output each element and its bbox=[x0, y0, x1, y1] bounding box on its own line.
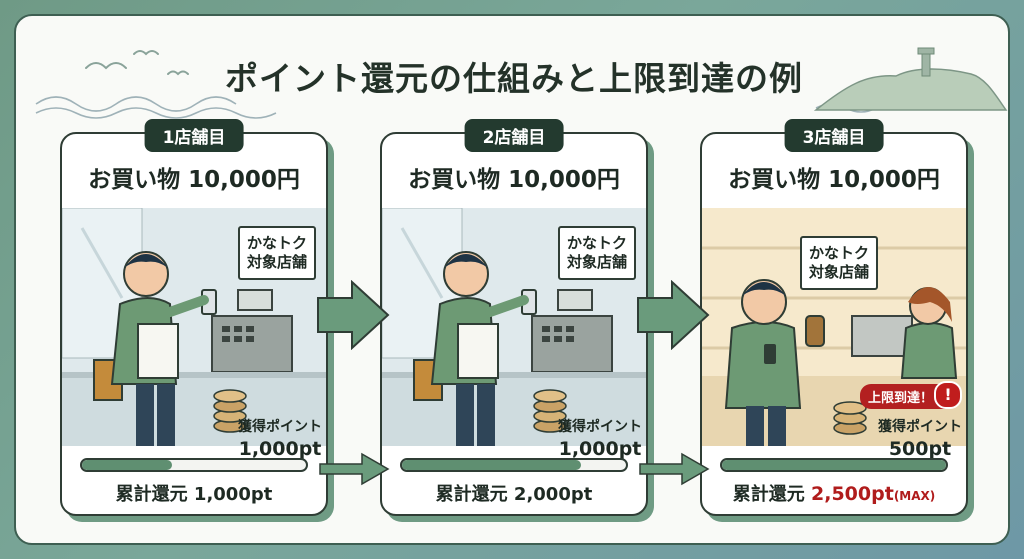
earned-points-label-2: 獲得ポイント bbox=[558, 419, 642, 435]
store-scene-3 bbox=[702, 208, 966, 446]
page-title: ポイント還元の仕組みと上限到達の例 bbox=[225, 59, 803, 98]
progress-fill-2 bbox=[402, 460, 582, 470]
cumulative-1: 累計還元 1,000pt bbox=[115, 484, 273, 505]
infographic-canvas: ポイント還元の仕組みと上限到達の例 1店舗目 お買い物 10,000円 bbox=[14, 14, 1010, 545]
cash-register-icon bbox=[531, 315, 613, 373]
store-panel-2: 2店舗目 お買い物 10,000円 bbox=[380, 119, 648, 516]
progress-bar-2 bbox=[400, 458, 628, 472]
shopper-figure-icon bbox=[413, 251, 537, 446]
earned-points-label-1: 獲得ポイント bbox=[238, 419, 322, 435]
eligible-store-sign-2: かなトク対象店舗 bbox=[558, 226, 636, 280]
coin-stack-icon bbox=[833, 401, 867, 435]
big-arrow-icon-1 bbox=[317, 280, 390, 350]
progress-bar-1 bbox=[80, 458, 308, 472]
island-icon bbox=[813, 47, 1008, 111]
eligible-store-sign-3: かなトク対象店舗 bbox=[800, 236, 878, 290]
big-arrow-icon-2 bbox=[637, 280, 710, 350]
purchase-amount-2: お買い物 10,000円 bbox=[408, 167, 620, 193]
store-panel-1: 1店舗目 お買い物 10,000円 bbox=[60, 119, 328, 516]
store-badge-3: 3店舗目 bbox=[784, 119, 884, 152]
smartphone-icon bbox=[764, 344, 776, 364]
store-badge-1: 1店舗目 bbox=[144, 119, 244, 152]
purchase-amount-3: お買い物 10,000円 bbox=[728, 167, 940, 193]
cash-register-icon bbox=[211, 315, 293, 373]
progress-fill-1 bbox=[82, 460, 172, 470]
earned-points-value-2: 1,000pt bbox=[558, 438, 642, 460]
cash-register-icon bbox=[851, 315, 913, 357]
earned-points-label-3: 獲得ポイント bbox=[878, 419, 962, 435]
earned-points-2: 獲得ポイント 1,000pt bbox=[554, 416, 646, 460]
earned-points-value-3: 500pt bbox=[888, 438, 952, 460]
shopper-figure-icon bbox=[93, 251, 217, 446]
purchase-amount-1: お買い物 10,000円 bbox=[88, 167, 300, 193]
small-arrow-icon-1 bbox=[319, 452, 390, 486]
earned-points-3: 獲得ポイント 500pt bbox=[874, 416, 966, 460]
store-badge-2: 2店舗目 bbox=[464, 119, 564, 152]
earned-points-1: 獲得ポイント 1,000pt bbox=[234, 416, 326, 460]
progress-fill-3 bbox=[722, 460, 946, 470]
header-decoration bbox=[35, 47, 1008, 119]
bottle-icon bbox=[805, 315, 825, 347]
alert-icon: ! bbox=[934, 381, 962, 409]
cashier-figure-icon bbox=[900, 287, 958, 379]
cumulative-2: 累計還元 2,000pt bbox=[435, 484, 593, 505]
earned-points-value-1: 1,000pt bbox=[238, 438, 322, 460]
progress-bar-3 bbox=[720, 458, 948, 472]
eligible-store-sign-1: かなトク対象店舗 bbox=[238, 226, 316, 280]
seagull-icons bbox=[85, 50, 189, 76]
store-panel-3: 3店舗目 お買い物 10,000円 bbox=[700, 119, 968, 516]
wave-lines bbox=[35, 96, 907, 119]
small-arrow-icon-2 bbox=[639, 452, 710, 486]
cumulative-3: 累計還元 2,500pt(MAX) bbox=[732, 483, 936, 505]
coin-stack-icon bbox=[213, 389, 247, 433]
coin-stack-icon bbox=[533, 389, 567, 433]
shopper-figure-icon bbox=[724, 279, 825, 446]
